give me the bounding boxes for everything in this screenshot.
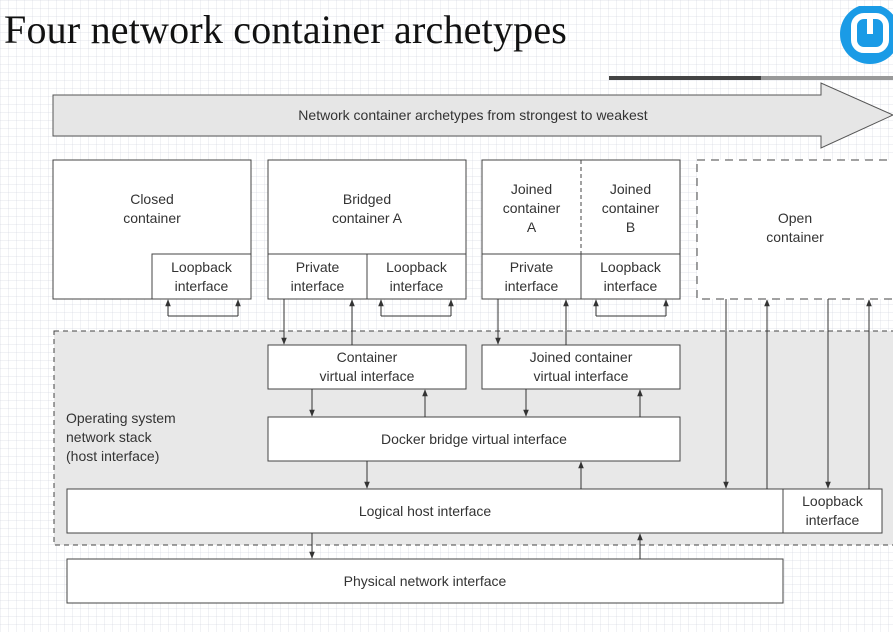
- label-line: Closed: [130, 191, 174, 207]
- label-line: Container: [336, 349, 398, 365]
- label-line: interface: [389, 278, 444, 294]
- banner-label: Network container archetypes from strong…: [298, 107, 648, 123]
- container-virtual-interface-box: [267, 344, 467, 390]
- open-container-label: Open container: [697, 209, 893, 247]
- slide-title: Four network container archetypes: [4, 7, 568, 52]
- physical-network-interface-box: [66, 558, 784, 604]
- label-line: (host interface): [66, 448, 160, 464]
- label-line: interface: [504, 278, 559, 294]
- label-line: Operating system: [66, 410, 176, 426]
- label-line: container: [766, 229, 824, 245]
- label-line: Bridged: [342, 191, 392, 207]
- label-line: Loopback: [171, 259, 232, 275]
- label-line: interface: [290, 278, 345, 294]
- bridged-private-label: Private interface: [268, 258, 367, 296]
- label-line: interface: [603, 278, 658, 294]
- label-line: interface: [805, 512, 860, 528]
- bridged-loopback-label: Loopback interface: [367, 258, 466, 296]
- label-line: Loopback: [386, 259, 447, 275]
- label-line: container A: [331, 210, 403, 226]
- label-line: virtual interface: [533, 368, 629, 384]
- bridged-container-label: Bridged container A: [268, 190, 466, 228]
- closed-loopback-box: [151, 253, 252, 300]
- joined-vif-label: Joined container virtual interface: [482, 348, 680, 386]
- host-loopback-label: Loopback interface: [783, 492, 882, 530]
- logical-host-label: Logical host interface: [358, 503, 492, 519]
- label-line: Private: [295, 259, 340, 275]
- label-line: virtual interface: [319, 368, 415, 384]
- label-line: B: [625, 219, 636, 235]
- label-line: Loopback: [802, 493, 863, 509]
- closed-loopback-label: Loopback interface: [152, 258, 251, 296]
- title-underline-dark: [609, 76, 761, 80]
- label-line: Open: [777, 210, 813, 226]
- label-line: container: [601, 200, 660, 216]
- host-loopback-box: [782, 488, 883, 534]
- label-line: A: [526, 219, 537, 235]
- docker-bridge-box: [267, 416, 681, 462]
- label-line: Joined container: [529, 349, 633, 365]
- label-line: network stack: [66, 429, 152, 445]
- joined-b-label: Joined container B: [581, 180, 680, 237]
- label-line: interface: [174, 278, 229, 294]
- brand-logo-icon: [840, 6, 893, 64]
- strength-banner-arrow: [52, 82, 893, 149]
- joined-virtual-interface-box: [481, 344, 681, 390]
- docker-bridge-label: Docker bridge virtual interface: [381, 431, 567, 447]
- label-line: Joined: [510, 181, 553, 197]
- closed-container-label: Closed container: [53, 190, 251, 228]
- os-network-stack-label: Operating system network stack (host int…: [66, 409, 176, 466]
- joined-a-label: Joined container A: [482, 180, 581, 237]
- container-vif-label: Container virtual interface: [268, 348, 466, 386]
- joined-loopback-label: Loopback interface: [581, 258, 680, 296]
- label-line: container: [502, 200, 561, 216]
- label-line: Joined: [609, 181, 652, 197]
- open-container-box: [696, 159, 893, 300]
- joined-private-label: Private interface: [482, 258, 581, 296]
- logical-host-interface-box: [66, 488, 784, 534]
- label-line: container: [123, 210, 181, 226]
- physical-interface-label: Physical network interface: [343, 573, 507, 589]
- label-line: Private: [509, 259, 554, 275]
- title-underline-light: [761, 76, 893, 80]
- label-line: Loopback: [600, 259, 661, 275]
